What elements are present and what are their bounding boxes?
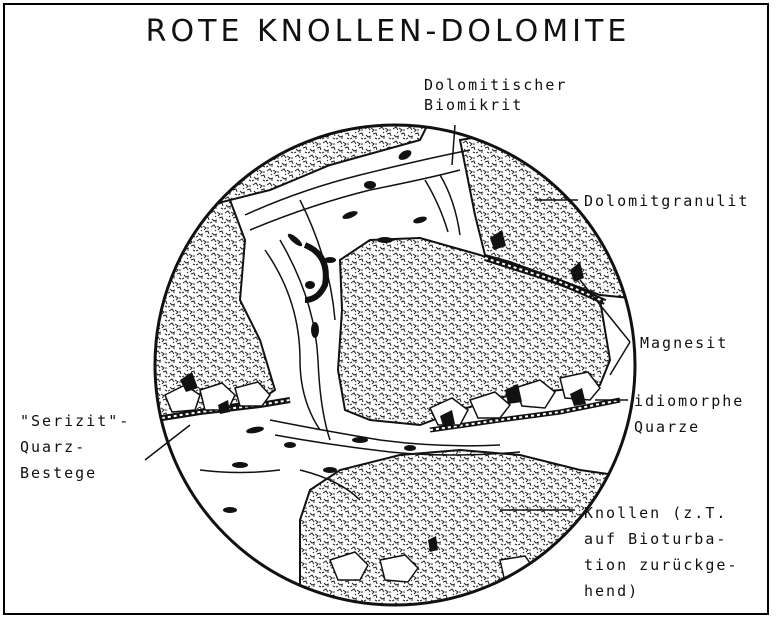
- label-magnesit: Magnesit: [640, 330, 728, 356]
- label-knollen: Knollen (z.T.auf Bioturba-tion zurückge-…: [584, 500, 738, 604]
- label-dolomitgranulit: Dolomitgranulit: [584, 188, 749, 214]
- label-serizit: "Serizit"-Quarz-Bestege: [20, 408, 130, 486]
